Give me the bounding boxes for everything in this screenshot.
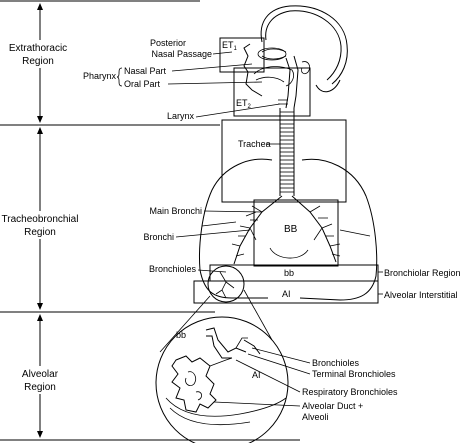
bb-small-label: bb bbox=[284, 268, 294, 278]
terminal-bronchioles-label: Terminal Bronchioles bbox=[312, 369, 396, 379]
bronchial-tree bbox=[231, 195, 341, 265]
et2-label: ET2 bbox=[236, 98, 252, 110]
posterior-nasal-label-1: Posterior bbox=[150, 38, 186, 48]
ai-label: AI bbox=[282, 289, 291, 299]
bb-inset-label: bb bbox=[176, 330, 186, 340]
posterior-nasal-label-2: Nasal Passage bbox=[151, 49, 212, 59]
larynx-label: Larynx bbox=[167, 111, 195, 121]
et1-label: ET1 bbox=[222, 40, 238, 52]
alveolar-duct-label-1: Alveolar Duct + bbox=[302, 401, 363, 411]
et1-box bbox=[219, 37, 265, 73]
alveolar-region-label-2: Region bbox=[24, 382, 56, 393]
alveolar-inset: bb AI bbox=[155, 316, 289, 443]
tracheobronchial-region-label-1: Tracheobronchial bbox=[2, 214, 79, 225]
bronchioles-label: Bronchioles bbox=[149, 264, 197, 274]
alveolar-region-label-1: Alveolar bbox=[22, 369, 59, 380]
ai-inset-label: AI bbox=[252, 370, 261, 380]
main-bronchi-label: Main Bronchi bbox=[149, 206, 202, 216]
bronchioles-inset-label: Bronchioles bbox=[312, 358, 360, 368]
bb-box bbox=[253, 199, 339, 267]
pharynx-label: Pharynx bbox=[83, 71, 117, 81]
oral-part-label: Oral Part bbox=[124, 79, 161, 89]
extrathoracic-region-label-2: Region bbox=[22, 56, 54, 67]
trachea bbox=[279, 108, 295, 196]
respiratory-bronchioles-label: Respiratory Bronchioles bbox=[302, 387, 398, 397]
alveolar-interstitial-label: Alveolar Interstitial bbox=[384, 290, 458, 300]
alveolar-duct-label-2: Alveoli bbox=[302, 412, 329, 422]
trachea-label: Trachea bbox=[238, 139, 271, 149]
lungs bbox=[199, 158, 378, 301]
tracheobronchial-region-label-2: Region bbox=[24, 227, 56, 238]
extrathoracic-region-label-1: Extrathoracic bbox=[9, 43, 67, 54]
et2-box bbox=[233, 67, 311, 117]
bronchi-label: Bronchi bbox=[143, 232, 174, 242]
magnifier-small-circle bbox=[207, 265, 245, 303]
ai-box bbox=[193, 280, 379, 304]
nasal-part-label: Nasal Part bbox=[124, 66, 167, 76]
head-outline bbox=[243, 5, 348, 109]
bronchiolar-region-label: Bronchiolar Region bbox=[384, 268, 461, 278]
bb-label: BB bbox=[284, 224, 298, 235]
